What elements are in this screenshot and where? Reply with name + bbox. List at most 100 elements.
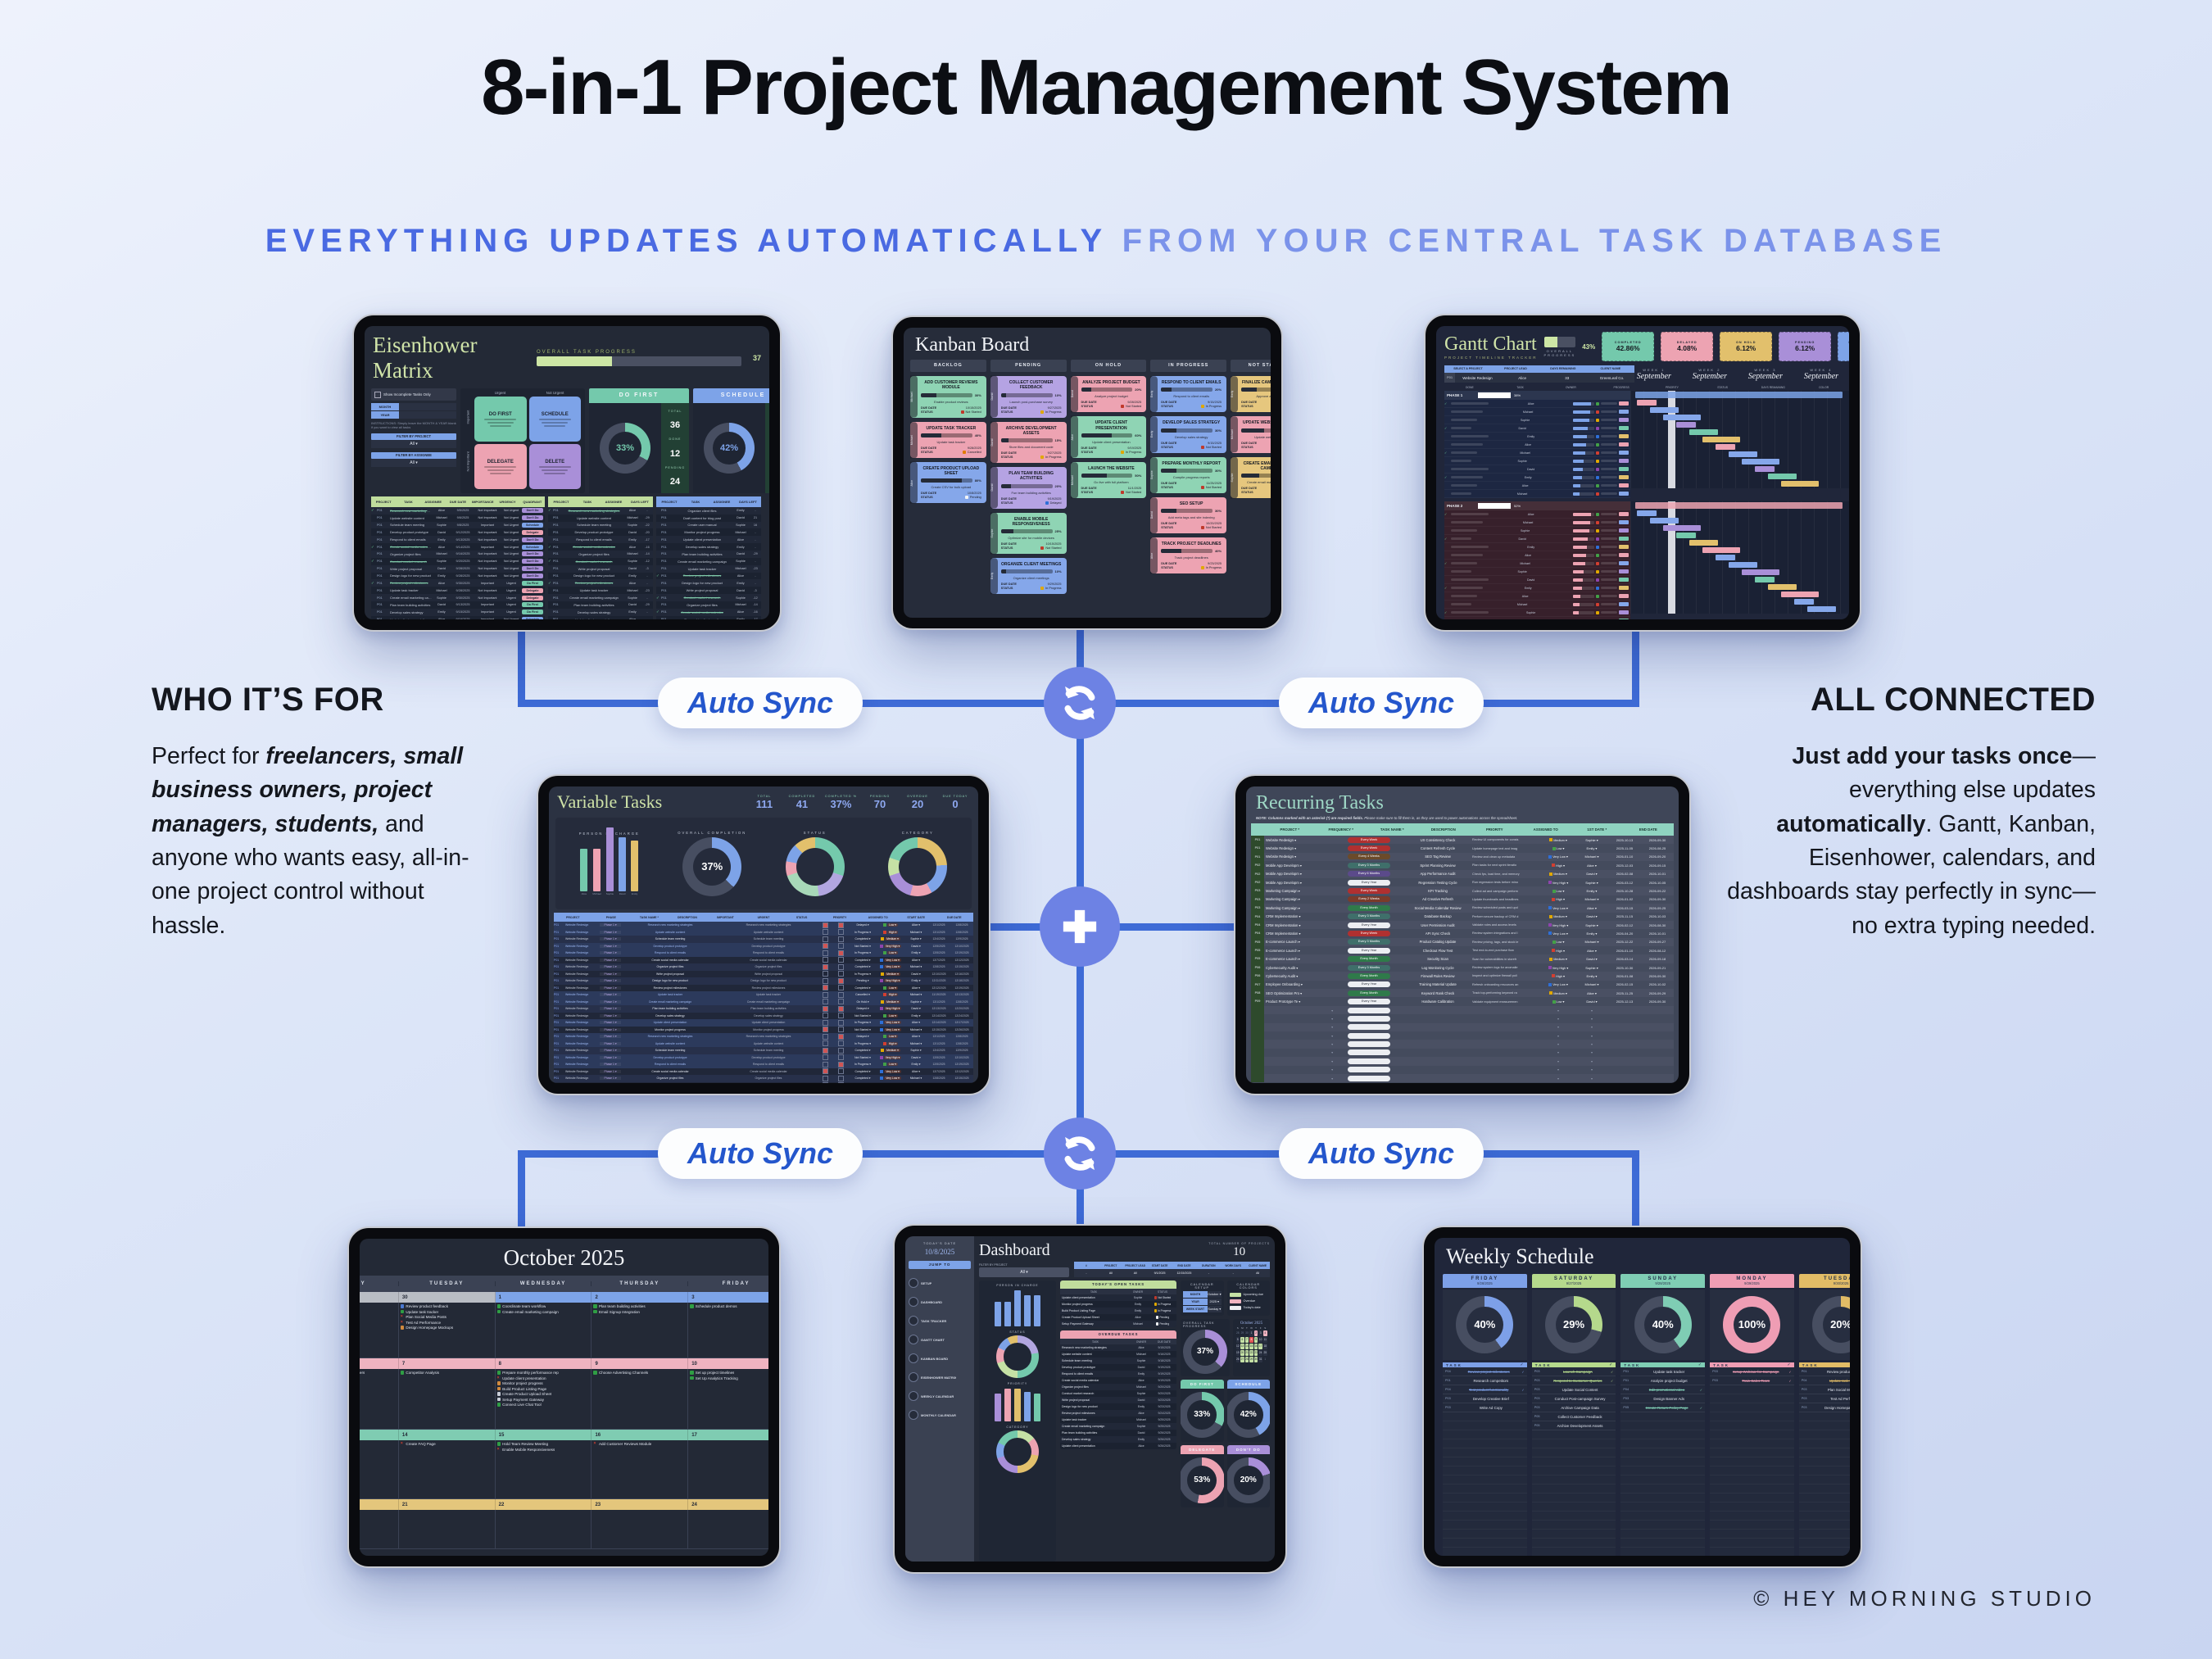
sidebar-item-monthly-calendar[interactable]: MONTHLY CALENDAR [909, 1407, 971, 1423]
frequency-pill[interactable]: Every Week [1348, 930, 1390, 936]
sidebar-item-weekly-calendar[interactable]: WEEKLY CALENDAR [909, 1388, 971, 1404]
calendar-event[interactable]: Set up project timelines [690, 1371, 768, 1375]
frequency-pill[interactable]: Every Week [1348, 888, 1390, 895]
eis-checkbox[interactable]: Show Incomplete Tasks Only [371, 388, 456, 401]
calendar-event[interactable]: Campaign Budget [360, 1381, 397, 1385]
eis-month-select[interactable]: MONTH [371, 403, 456, 410]
calendar-event[interactable]: Competitor Analysis [400, 1371, 493, 1375]
quadrant-badge: Do First [522, 610, 543, 615]
frequency-pill[interactable]: Every 3 Months [1348, 964, 1390, 971]
calendar-event[interactable]: Connect Live Chat Tool [496, 1403, 590, 1407]
calendar-event[interactable]: Choose Advertising Channels [593, 1371, 686, 1375]
card-title: ENABLE MOBILE RESPONSIVENESS [1012, 516, 1050, 527]
calendar-event[interactable]: Setup Payment Gateway [496, 1398, 590, 1402]
days-left: -16 [645, 545, 650, 549]
frequency-pill[interactable]: Every Month [1348, 990, 1390, 996]
calendar-event[interactable]: Coordinate with external partners [360, 1371, 397, 1375]
frequency-pill[interactable]: Every Month [1348, 904, 1390, 911]
frequency-pill[interactable]: Every Week [1348, 845, 1390, 852]
calendar-event[interactable]: Setup Webinar for Campaign [360, 1304, 397, 1308]
empty-row: ▾▾▾ [1251, 1040, 1674, 1049]
matrix-col-label: Urgent [494, 391, 506, 395]
legend-swatch [1229, 1299, 1241, 1303]
sidebar-item-task-tracker[interactable]: TASK TRACKER [909, 1312, 971, 1329]
calendar-event[interactable]: Design Homepage Mockups [400, 1326, 493, 1330]
sidebar-item-gantt-chart[interactable]: GANTT CHART [909, 1331, 971, 1348]
frequency-pill[interactable]: Every 4 Weeks [1348, 854, 1390, 860]
calendar-event[interactable]: Set Up Analytics Tracking [690, 1376, 768, 1380]
column-header: ASSIGNEE [424, 499, 442, 504]
calendar-event[interactable]: ×Create FAQ Page [401, 1442, 493, 1446]
calendar-event[interactable]: Plan team building activities [593, 1304, 686, 1308]
sidebar-item-dashboard[interactable]: DASHBOARD [909, 1294, 971, 1310]
frequency-pill[interactable]: Every 3 Months [1348, 862, 1390, 868]
calendar-event[interactable]: Create Product Upload Sheet [496, 1392, 590, 1396]
frequency-pill[interactable]: Every Year [1348, 922, 1390, 928]
calendar-event[interactable]: Review project milestones [360, 1376, 397, 1380]
calendar-event[interactable]: Coordinate team workflow [496, 1304, 590, 1308]
frequency-pill[interactable]: Every Year [1348, 947, 1390, 954]
frequency-pill[interactable]: Every Year [1348, 879, 1390, 886]
calendar-event[interactable]: Schedule product demos [690, 1304, 768, 1308]
jump-to-button[interactable]: JUMP TO [909, 1261, 971, 1269]
sidebar-item-eisenhower-matrix[interactable]: EISENHOWER MATRIX [909, 1369, 971, 1385]
sidebar-item-kanban-board[interactable]: KANBAN BOARD [909, 1350, 971, 1367]
minical-day: 19 [1235, 1350, 1240, 1356]
frequency-pill[interactable]: Every 2 Weeks [1348, 896, 1390, 903]
frequency-pill[interactable]: Every Week [1348, 836, 1390, 843]
calendar-event[interactable]: ×Add Customer Reviews Module [593, 1442, 686, 1446]
calendar-event[interactable]: Monitor project progress [496, 1381, 590, 1385]
frequency-pill[interactable]: Every 3 Months [1348, 913, 1390, 920]
calendar-event[interactable]: Train Sales Team [360, 1310, 397, 1314]
calendar-event[interactable]: Review product feedback [400, 1304, 493, 1308]
auto-sync-badge: Auto Sync [657, 1128, 863, 1179]
frequency-pill[interactable]: Every Year [1348, 999, 1390, 1005]
frequency-pill[interactable]: Every Month [1348, 956, 1390, 963]
calendar-event[interactable]: ×Enable Mobile Responsiveness [497, 1448, 590, 1452]
eis-progress: OVERALL TASK PROGRESS [536, 350, 741, 366]
calendar-event[interactable]: Email Signup Integration [593, 1310, 686, 1314]
eis-year-select[interactable]: YEAR [371, 411, 456, 419]
frequency-pill[interactable]: Every 6 Months [1348, 871, 1390, 877]
calendar-event[interactable]: ×Plan Social Media Posts [401, 1315, 493, 1319]
frequency-pill[interactable]: Every Month [1348, 972, 1390, 979]
calendar-event[interactable]: Build Product Listing Page [496, 1387, 590, 1391]
calendar-event[interactable]: Create email marketing campaign [496, 1310, 590, 1314]
frequency-pill[interactable]: Every Year [1348, 981, 1390, 988]
calendar-event[interactable]: Prepare monthly performance rep [496, 1371, 590, 1375]
calendar-event[interactable]: ×Update client presentation [497, 1376, 590, 1380]
calendar-event[interactable]: Update task tracker [400, 1310, 493, 1314]
frequency-pill[interactable]: Every 3 Months [1348, 939, 1390, 945]
calendar-event[interactable]: ×Test Ad Performance [401, 1321, 493, 1325]
sidebar-item-setup[interactable]: SETUP [909, 1275, 971, 1291]
bar [580, 849, 588, 891]
calendar-event[interactable]: Hold Team Review Meeting [496, 1442, 590, 1446]
